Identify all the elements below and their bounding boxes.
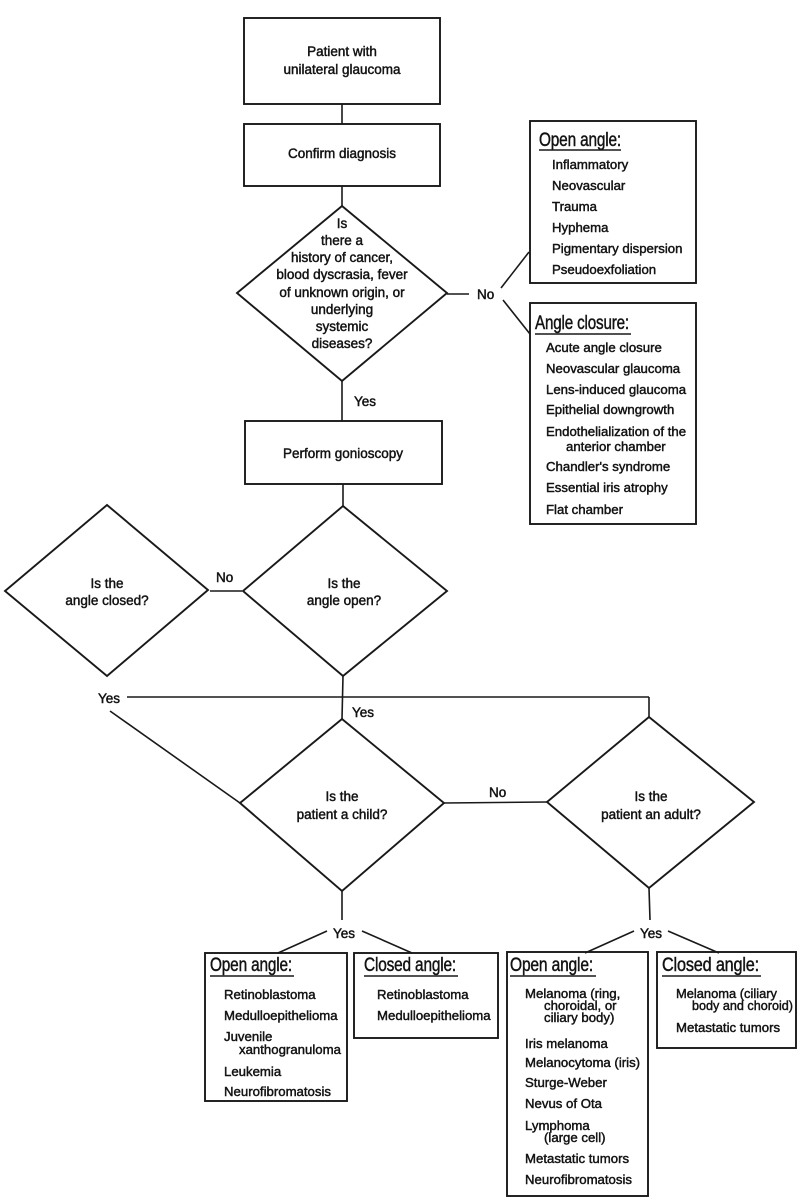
svg-text:angle closed?: angle closed? xyxy=(65,593,148,608)
svg-text:Open angle:: Open angle: xyxy=(539,130,621,151)
svg-text:history of cancer,: history of cancer, xyxy=(291,250,393,265)
svg-text:Patient with: Patient with xyxy=(307,44,377,59)
svg-text:Yes: Yes xyxy=(354,394,376,409)
svg-text:Pigmentary dispersion: Pigmentary dispersion xyxy=(552,241,682,256)
svg-text:Yes: Yes xyxy=(640,926,662,941)
svg-text:patient an adult?: patient an adult? xyxy=(601,807,701,822)
svg-text:Neurofibromatosis: Neurofibromatosis xyxy=(525,1172,632,1187)
svg-text:unilateral glaucoma: unilateral glaucoma xyxy=(283,62,401,77)
svg-text:Retinoblastoma: Retinoblastoma xyxy=(224,987,316,1002)
svg-text:Open angle:: Open angle: xyxy=(210,955,292,976)
svg-text:angle open?: angle open? xyxy=(307,593,381,608)
svg-text:Perform gonioscopy: Perform gonioscopy xyxy=(283,446,403,461)
svg-text:Essential iris atrophy: Essential iris atrophy xyxy=(546,480,668,495)
svg-text:Endothelialization of the: Endothelialization of the xyxy=(546,424,686,439)
svg-text:Yes: Yes xyxy=(98,691,120,706)
svg-text:Retinoblastoma: Retinoblastoma xyxy=(377,987,469,1002)
svg-text:Inflammatory: Inflammatory xyxy=(552,157,629,172)
svg-text:Melanocytoma (iris): Melanocytoma (iris) xyxy=(525,1055,640,1070)
svg-text:Yes: Yes xyxy=(352,705,374,720)
svg-text:patient a child?: patient a child? xyxy=(297,807,388,822)
svg-text:systemic: systemic xyxy=(316,319,369,334)
svg-text:Trauma: Trauma xyxy=(552,199,598,214)
svg-text:Angle closure:: Angle closure: xyxy=(535,313,629,334)
svg-text:Lymphoma: Lymphoma xyxy=(525,1118,590,1133)
svg-text:Medulloepithelioma: Medulloepithelioma xyxy=(224,1008,338,1023)
svg-text:Is the: Is the xyxy=(327,576,360,591)
svg-text:Juvenile: Juvenile xyxy=(224,1029,272,1044)
svg-text:Open angle:: Open angle: xyxy=(510,955,593,976)
svg-text:Hyphema: Hyphema xyxy=(552,220,609,235)
svg-text:there a: there a xyxy=(321,233,364,248)
svg-text:Medulloepithelioma: Medulloepithelioma xyxy=(377,1008,491,1023)
svg-text:Melanoma (ciliary: Melanoma (ciliary xyxy=(676,986,777,1001)
svg-text:Leukemia: Leukemia xyxy=(224,1064,282,1079)
svg-text:ciliary body): ciliary body) xyxy=(544,1010,614,1025)
svg-text:diseases?: diseases? xyxy=(312,336,373,351)
svg-text:Chandler's syndrome: Chandler's syndrome xyxy=(546,459,670,474)
svg-text:Flat chamber: Flat chamber xyxy=(546,502,624,517)
svg-text:underlying: underlying xyxy=(311,302,373,317)
svg-text:(large cell): (large cell) xyxy=(544,1130,606,1145)
svg-text:Metastatic tumors: Metastatic tumors xyxy=(525,1151,629,1166)
svg-text:Closed angle:: Closed angle: xyxy=(662,955,759,976)
svg-text:xanthogranuloma: xanthogranuloma xyxy=(239,1042,342,1057)
svg-text:Nevus of Ota: Nevus of Ota xyxy=(525,1096,603,1111)
svg-text:Neovascular: Neovascular xyxy=(552,178,626,193)
svg-text:Sturge-Weber: Sturge-Weber xyxy=(525,1075,607,1090)
svg-text:Melanoma (ring,: Melanoma (ring, xyxy=(525,986,620,1001)
svg-text:Is the: Is the xyxy=(90,576,123,591)
svg-text:No: No xyxy=(477,287,494,302)
svg-text:Neovascular glaucoma: Neovascular glaucoma xyxy=(546,361,681,376)
svg-text:No: No xyxy=(216,570,233,585)
svg-text:Pseudoexfoliation: Pseudoexfoliation xyxy=(552,262,656,277)
svg-text:body and choroid): body and choroid) xyxy=(692,998,793,1013)
svg-text:Metastatic tumors: Metastatic tumors xyxy=(676,1020,780,1035)
svg-text:of unknown origin, or: of unknown origin, or xyxy=(279,285,405,300)
svg-text:blood dyscrasia, fever: blood dyscrasia, fever xyxy=(276,267,408,282)
svg-text:Lens-induced glaucoma: Lens-induced glaucoma xyxy=(546,382,687,397)
svg-text:Neurofibromatosis: Neurofibromatosis xyxy=(224,1084,331,1099)
svg-text:Is the: Is the xyxy=(634,789,667,804)
svg-text:Iris melanoma: Iris melanoma xyxy=(525,1036,608,1051)
svg-text:Acute angle closure: Acute angle closure xyxy=(546,340,662,355)
svg-text:Yes: Yes xyxy=(333,926,355,941)
svg-text:Confirm diagnosis: Confirm diagnosis xyxy=(288,146,396,161)
svg-text:Is the: Is the xyxy=(325,789,358,804)
svg-text:No: No xyxy=(489,785,506,800)
svg-text:Epithelial downgrowth: Epithelial downgrowth xyxy=(546,402,674,417)
svg-text:Closed angle:: Closed angle: xyxy=(364,955,456,976)
svg-text:anterior chamber: anterior chamber xyxy=(566,439,666,454)
svg-text:Is: Is xyxy=(337,216,348,231)
svg-text:choroidal, or: choroidal, or xyxy=(544,998,617,1013)
